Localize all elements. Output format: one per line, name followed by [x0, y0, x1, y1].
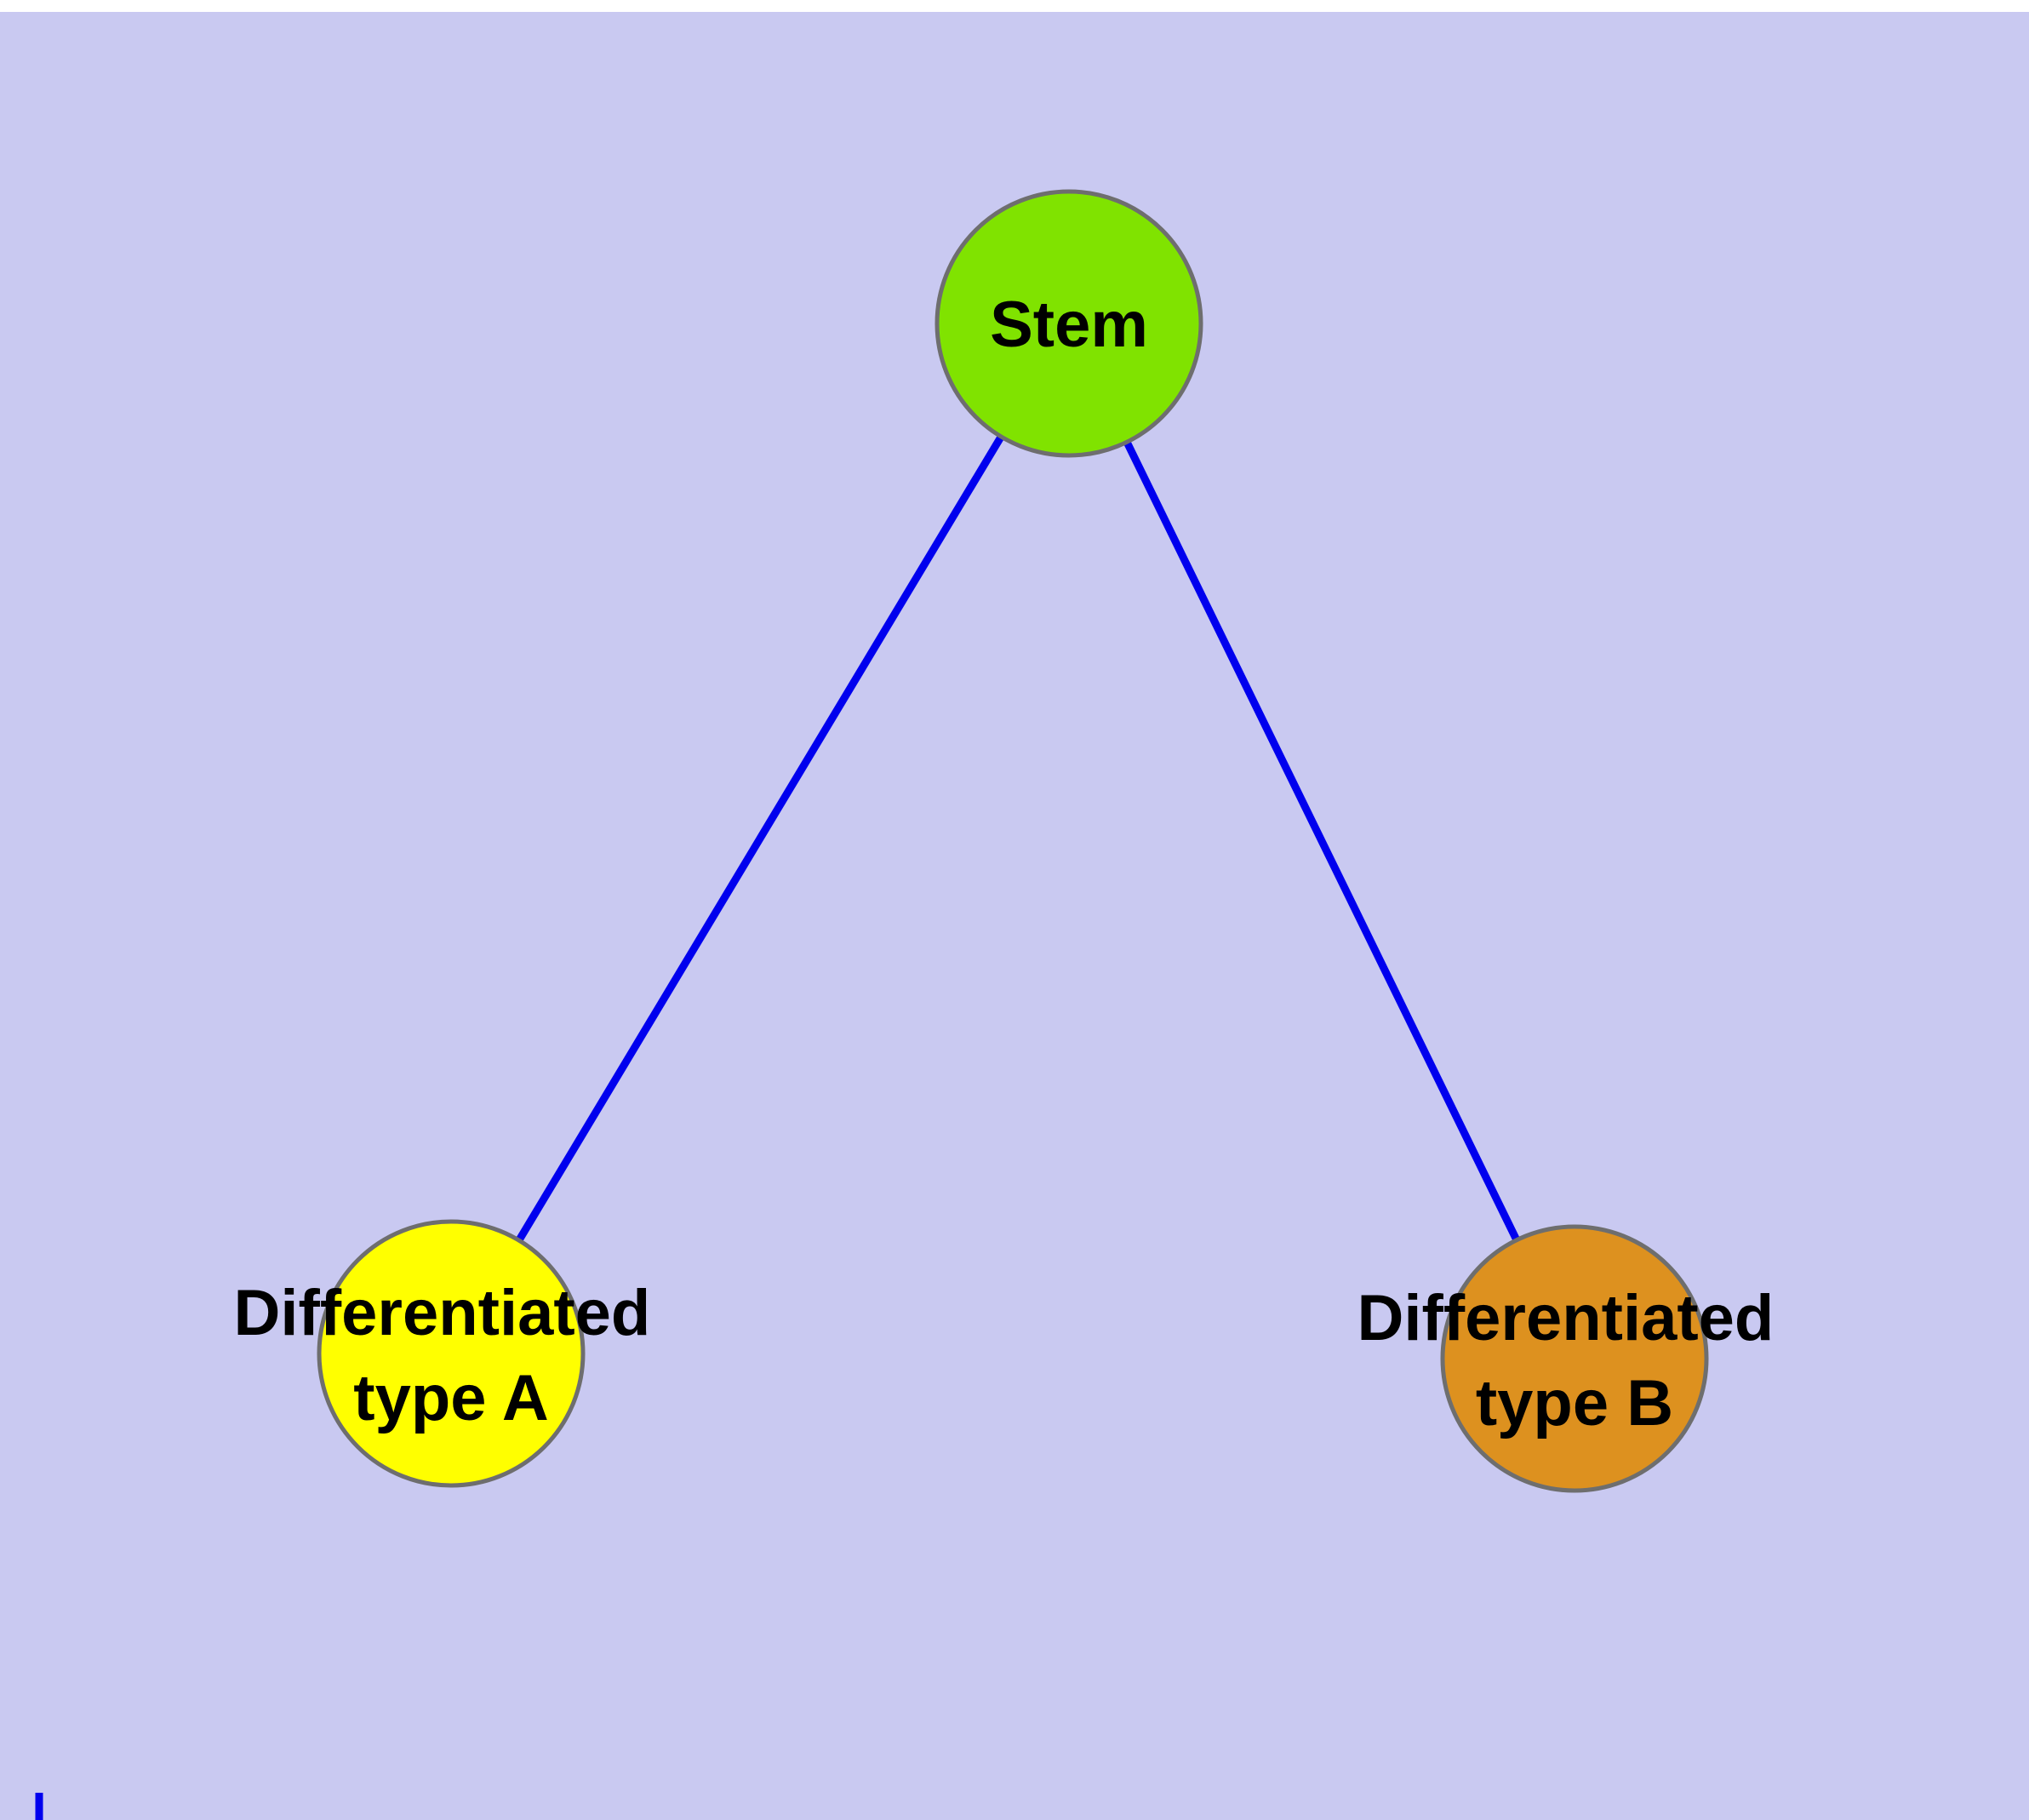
node-stem	[934, 189, 1203, 458]
node-differentiated-type-b-label-line2: type B	[1476, 1367, 1673, 1439]
node-differentiated-type-b	[1440, 1224, 1709, 1493]
node-differentiated-type-b-label-line1: Differentiated	[1357, 1282, 1775, 1354]
node-differentiated-type-b-label: Differentiated type B	[1357, 1282, 1792, 1439]
node-stem-label: Stem	[990, 289, 1148, 361]
node-differentiated-type-a	[317, 1219, 586, 1488]
edge-stem-to-type-a	[448, 321, 1072, 1356]
node-differentiated-type-a-label-line2: type A	[353, 1362, 548, 1434]
node-differentiated-type-a-label: Differentiated type A	[234, 1277, 669, 1434]
edge-stem-to-type-b	[1065, 322, 1579, 1360]
node-stem-label-text: Stem	[990, 289, 1148, 361]
node-differentiated-type-a-label-line1: Differentiated	[234, 1277, 651, 1349]
